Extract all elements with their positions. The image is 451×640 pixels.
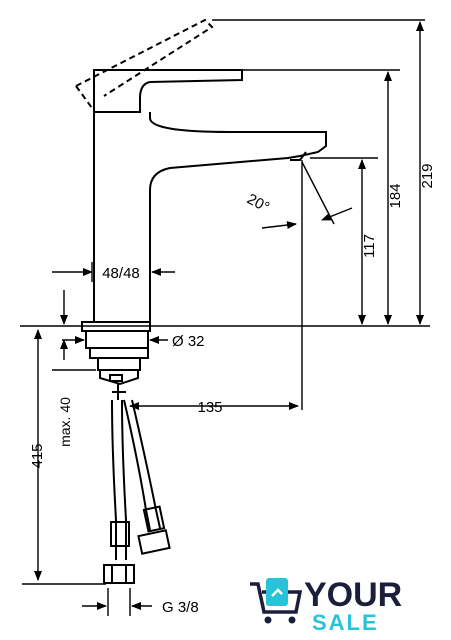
label-184: 184 (387, 183, 404, 208)
hose-right (123, 399, 151, 531)
logo-word-sale: SALE (312, 610, 379, 635)
hose-left (111, 399, 117, 560)
mount-washer (89, 347, 149, 359)
label-415: 415 (29, 443, 46, 468)
handle-lever (93, 69, 243, 113)
mount-screw (109, 374, 123, 382)
hose-right-fitting (142, 505, 166, 533)
mount-shank (85, 331, 149, 349)
mount-plate (99, 369, 139, 386)
spout-outlet (290, 151, 307, 161)
right-hex-nut (137, 529, 171, 555)
mounting-assembly (81, 321, 151, 400)
left-nut-facets (111, 565, 127, 583)
supply-hoses (103, 399, 171, 584)
dimension-labels: 219 184 117 20° 48/48 Ø 32 135 max. 40 4… (29, 163, 436, 616)
cart-icon (250, 578, 303, 624)
dimension-lines (20, 19, 430, 616)
angle-arrow-left (261, 221, 297, 230)
brand-logo: YOUR SALE (250, 576, 402, 635)
label-max-40: max. 40 (57, 397, 73, 447)
mount-nut (97, 357, 141, 371)
handle-alt-position-dashed (75, 18, 214, 97)
handle-alt-edge (75, 85, 93, 109)
hose-left-fitting (110, 521, 130, 547)
hose-left-inner (121, 399, 127, 560)
angle-arrow-right (321, 207, 353, 221)
logo-word-your: YOUR (304, 576, 402, 614)
spray-angle-line (301, 161, 335, 225)
label-diameter-32: Ø 32 (172, 333, 205, 350)
faucet-column (93, 112, 327, 323)
label-48-48: 48/48 (102, 265, 140, 282)
label-219: 219 (419, 163, 436, 188)
label-g-3-8: G 3/8 (162, 599, 199, 616)
label-135: 135 (197, 399, 222, 416)
left-hex-nut (103, 564, 135, 584)
label-spray-angle: 20° (244, 191, 272, 217)
label-117: 117 (361, 234, 378, 258)
faucet-body (75, 18, 327, 323)
